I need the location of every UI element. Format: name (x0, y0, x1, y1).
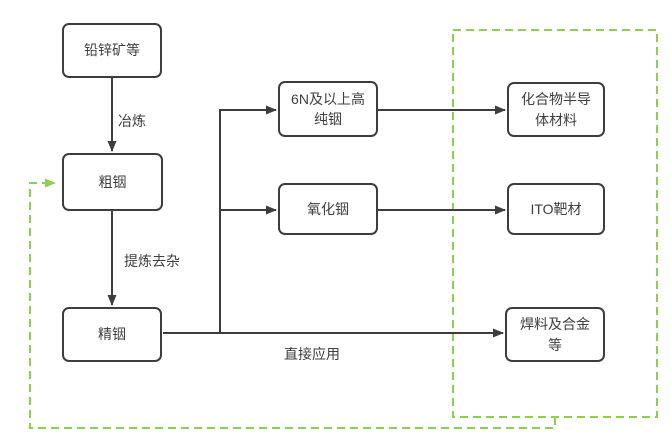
edge-label-direct-application: 直接应用 (282, 344, 342, 364)
node-solder-alloys: 焊料及合金 等 (505, 307, 605, 362)
edge-label-smelting: 冶炼 (116, 111, 148, 131)
node-lead-zinc-ore: 铅锌矿等 (62, 23, 162, 78)
node-ito-target: ITO靶材 (507, 183, 605, 235)
node-compound-semiconductor: 化合物半导 体材料 (507, 82, 605, 137)
node-high-purity-indium: 6N及以上高 纯铟 (278, 81, 378, 137)
node-refined-indium: 精铟 (62, 307, 162, 362)
node-indium-oxide: 氧化铟 (278, 183, 378, 235)
node-crude-indium: 粗铟 (62, 153, 163, 211)
recycle-loop-arrow (29, 178, 556, 429)
edge-label-refining: 提炼去杂 (122, 251, 182, 271)
